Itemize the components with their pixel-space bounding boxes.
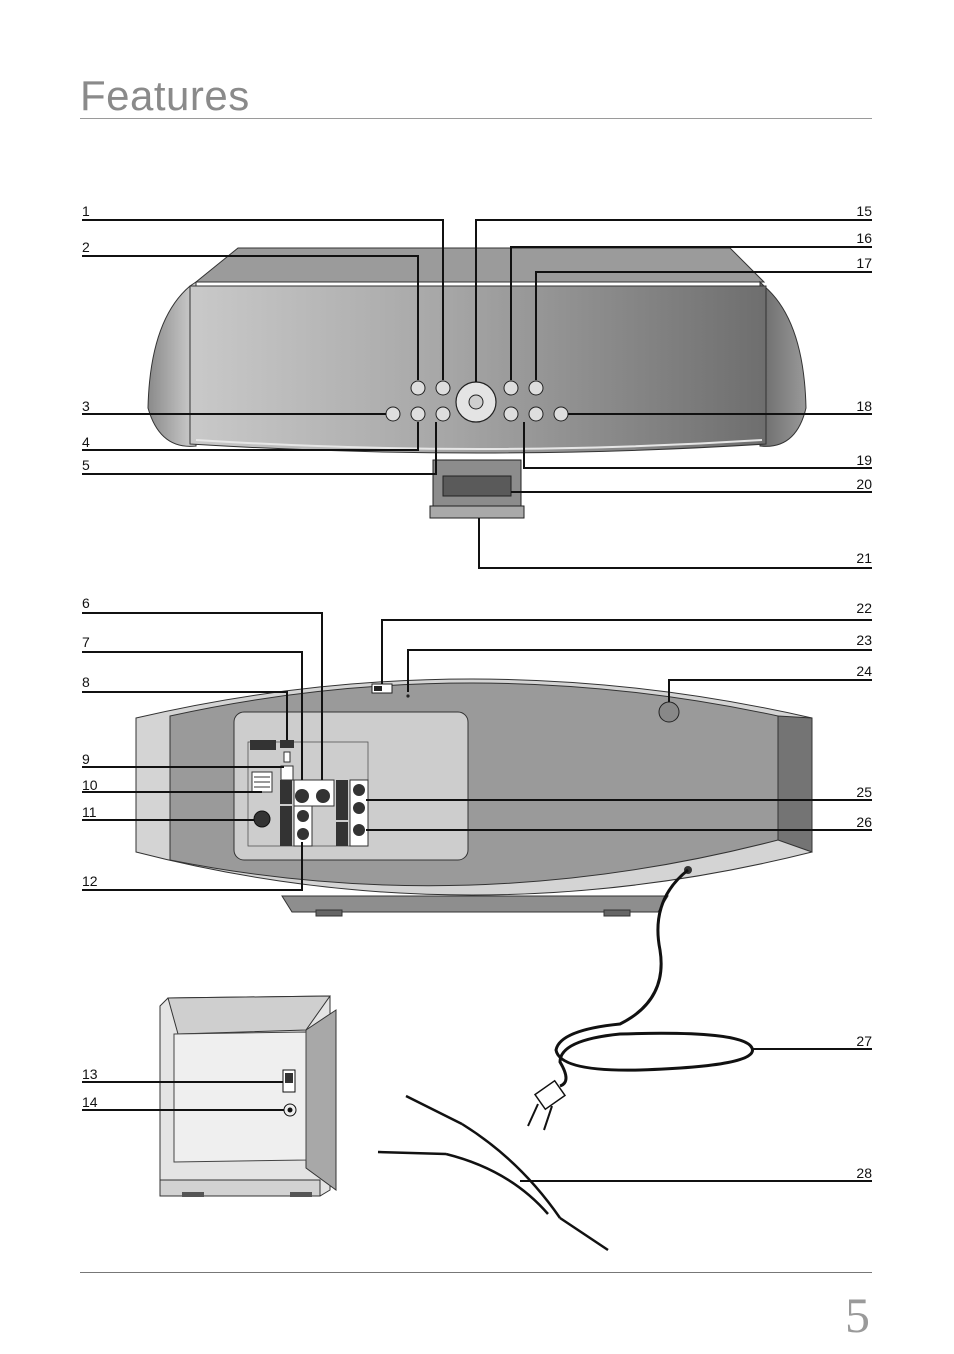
callout-22: 22 bbox=[856, 600, 872, 616]
callout-7: 7 bbox=[82, 634, 90, 650]
antenna-label-plate bbox=[250, 740, 276, 750]
aux-in-jack bbox=[353, 784, 365, 796]
line-out-jack bbox=[353, 824, 365, 836]
control-button bbox=[503, 406, 519, 422]
callout-8: 8 bbox=[82, 674, 90, 690]
callout-11: 11 bbox=[82, 804, 97, 820]
callout-23: 23 bbox=[856, 632, 872, 648]
callout-17: 17 bbox=[856, 255, 872, 271]
callout-6: 6 bbox=[82, 595, 90, 611]
callout-12: 12 bbox=[82, 873, 98, 889]
video-out-jack bbox=[295, 789, 309, 803]
callout-14: 14 bbox=[82, 1094, 98, 1110]
power-plug bbox=[527, 1079, 567, 1131]
usb-port bbox=[280, 765, 294, 781]
dock-base bbox=[429, 505, 525, 519]
control-button bbox=[553, 406, 569, 422]
back-leader-lines bbox=[82, 612, 872, 891]
callout-10: 10 bbox=[82, 777, 98, 793]
main-unit-front-view bbox=[147, 247, 807, 519]
page-number: 5 bbox=[845, 1287, 870, 1343]
main-unit-rear-view bbox=[135, 678, 813, 917]
power-cord bbox=[554, 868, 754, 1088]
callout-28: 28 bbox=[856, 1165, 872, 1181]
control-button bbox=[528, 380, 544, 396]
callout-24: 24 bbox=[856, 663, 872, 679]
control-button bbox=[435, 406, 451, 422]
page-title: Features bbox=[80, 72, 250, 119]
top-leader-lines bbox=[82, 219, 872, 569]
dock-connector bbox=[442, 475, 512, 497]
callout-1: 1 bbox=[82, 203, 90, 219]
svideo-out-jack bbox=[316, 789, 330, 803]
power-button bbox=[658, 701, 680, 723]
callout-16: 16 bbox=[856, 230, 872, 246]
callout-25: 25 bbox=[856, 784, 872, 800]
footer-divider bbox=[80, 1272, 872, 1273]
satellite-speaker bbox=[159, 995, 337, 1197]
control-button bbox=[503, 380, 519, 396]
reset-button bbox=[406, 694, 410, 698]
aux-in-jack bbox=[353, 802, 365, 814]
callout-18: 18 bbox=[856, 398, 872, 414]
callout-26: 26 bbox=[856, 814, 872, 830]
callout-20: 20 bbox=[856, 476, 872, 492]
control-button bbox=[528, 406, 544, 422]
control-button bbox=[410, 380, 426, 396]
callout-3: 3 bbox=[82, 398, 90, 414]
callout-21: 21 bbox=[856, 550, 872, 566]
callout-4: 4 bbox=[82, 434, 90, 450]
callout-13: 13 bbox=[82, 1066, 98, 1082]
speaker-leader-lines bbox=[82, 1081, 284, 1111]
control-button bbox=[410, 406, 426, 422]
callout-27: 27 bbox=[856, 1033, 872, 1049]
control-button bbox=[385, 406, 401, 422]
callout-9: 9 bbox=[82, 751, 90, 767]
stereo-audio-cable bbox=[377, 1094, 609, 1252]
callout-15: 15 bbox=[856, 203, 872, 219]
callout-2: 2 bbox=[82, 239, 90, 255]
title-divider bbox=[80, 118, 872, 119]
fm-antenna-jack bbox=[253, 810, 271, 828]
callout-19: 19 bbox=[856, 452, 872, 468]
control-button bbox=[435, 380, 451, 396]
callout-5: 5 bbox=[82, 457, 90, 473]
